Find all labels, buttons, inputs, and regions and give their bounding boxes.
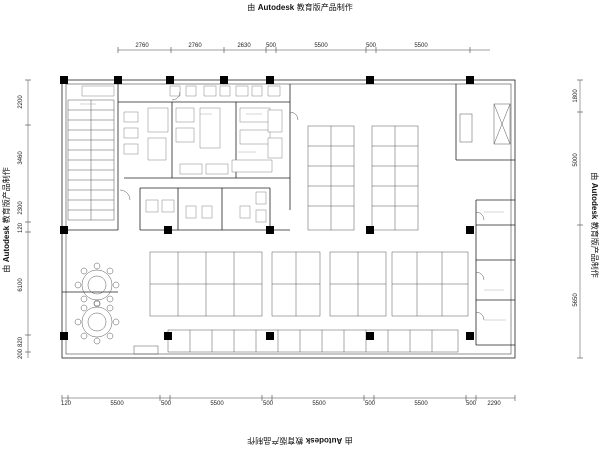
- booth-seating-lower: [149, 251, 469, 317]
- dim-left-3: 2300: [18, 201, 24, 215]
- dim-right-1: 1800: [573, 89, 579, 103]
- dim-bottom-2: 5500: [110, 401, 124, 407]
- booth-seating-bottom-row: [133, 329, 459, 355]
- dim-top-3: 2630: [237, 43, 251, 49]
- structural-columns: [60, 76, 474, 340]
- dim-bottom-1: 120: [61, 401, 72, 407]
- dim-bottom-3: 500: [161, 401, 172, 407]
- dim-top-4: 500: [266, 43, 277, 49]
- dim-right-3: 5650: [573, 293, 579, 307]
- dim-left-5: 6100: [18, 278, 24, 292]
- dim-right-2: 5000: [573, 153, 579, 167]
- watermark-left: 由 Autodesk 教育版产品制作: [1, 167, 11, 273]
- dim-bottom-8: 5500: [414, 401, 428, 407]
- round-table-1: [74, 262, 120, 308]
- dim-top-6: 500: [366, 43, 377, 49]
- dim-bottom-7: 500: [365, 401, 376, 407]
- dim-left-7: 200: [18, 348, 24, 359]
- watermark-top: 由 Autodesk 教育版产品制作: [247, 2, 353, 12]
- dim-left-2: 3460: [18, 151, 24, 165]
- dim-bottom-4: 5500: [210, 401, 224, 407]
- dim-top-2: 2760: [188, 43, 202, 49]
- room-label-marks: [80, 103, 506, 321]
- interior-walls: [62, 80, 515, 346]
- booth-seating-upper: [307, 125, 419, 231]
- staircase: [67, 99, 115, 221]
- dimension-ticks: [25, 47, 583, 401]
- door-swings: [119, 91, 485, 321]
- dim-left-4: 120: [18, 222, 24, 233]
- kitchen-equipment: [81, 85, 283, 175]
- dim-bottom-5: 500: [263, 401, 274, 407]
- elevator-shaft: [459, 103, 511, 145]
- outer-walls: [61, 79, 516, 359]
- watermark-bottom: 由 Autodesk 教育版产品制作: [247, 436, 353, 446]
- dim-top-1: 2760: [135, 43, 149, 49]
- dimension-lines: [27, 49, 581, 399]
- dim-bottom-9: 500: [466, 401, 477, 407]
- dim-bottom-10: 2290: [487, 401, 501, 407]
- dim-left-1: 2200: [18, 95, 24, 109]
- kitchen-top-units: [169, 85, 281, 97]
- restroom-fixtures: [145, 191, 267, 223]
- dim-top-7: 5500: [414, 43, 428, 49]
- dim-top-5: 5500: [314, 43, 328, 49]
- round-table-2: [74, 299, 120, 345]
- dim-left-6: 820: [18, 336, 24, 347]
- dim-bottom-6: 5500: [312, 401, 326, 407]
- watermark-right: 由 Autodesk 教育版产品制作: [590, 172, 600, 278]
